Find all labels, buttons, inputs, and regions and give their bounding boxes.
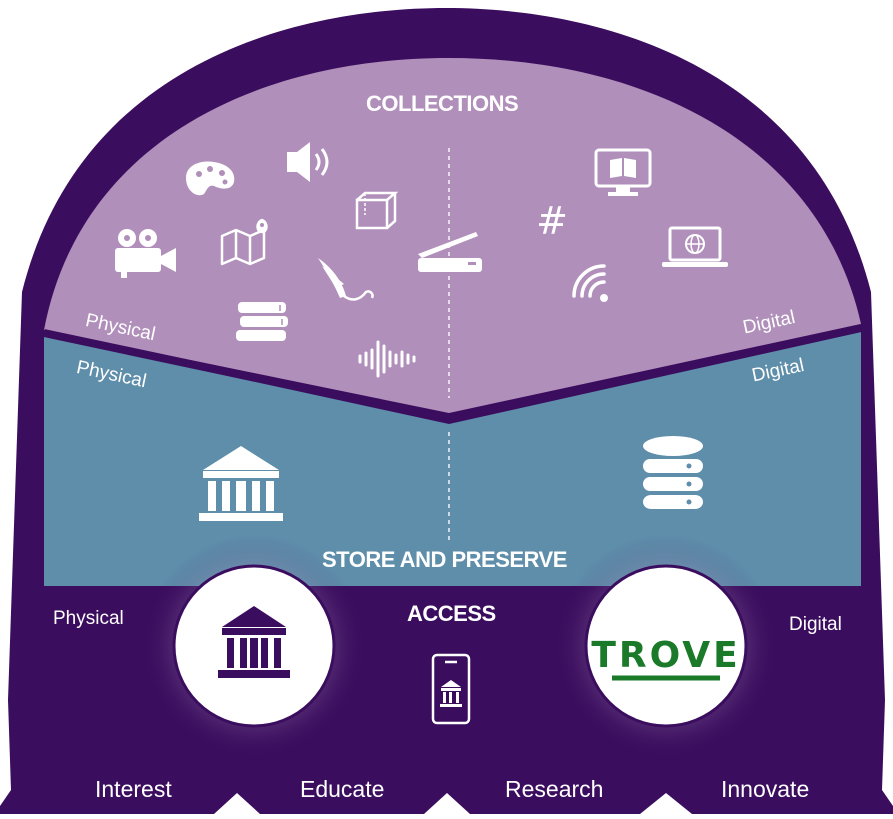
quill-pen-icon	[318, 258, 374, 301]
cube-icon	[355, 191, 399, 230]
v-divider	[43, 324, 862, 424]
monitor-book-icon	[594, 148, 652, 196]
store-region	[44, 332, 861, 586]
outcome-research: Research	[505, 776, 604, 802]
books-icon	[236, 302, 288, 341]
collections-title: COLLECTIONS	[366, 91, 519, 116]
museum-icon-purple	[218, 606, 290, 678]
palette-icon	[186, 161, 235, 196]
speaker-icon	[287, 142, 329, 182]
access-digital-label: Digital	[789, 614, 842, 635]
film-camera-icon	[115, 229, 176, 278]
museum-icon	[199, 446, 283, 521]
database-icon	[643, 436, 703, 509]
outcome-educate: Educate	[300, 776, 385, 802]
outcome-interest: Interest	[95, 776, 172, 802]
access-title: ACCESS	[407, 601, 496, 626]
laptop-globe-icon	[662, 226, 728, 267]
mobile-phone-icon	[431, 653, 471, 725]
scanner-icon	[418, 232, 482, 272]
trove-logo: TROVE	[591, 635, 740, 681]
access-digital-circle	[584, 564, 748, 728]
phone-museum-icon	[440, 680, 462, 707]
hashtag-icon: #	[536, 199, 568, 243]
map-icon	[220, 218, 268, 266]
outcome-innovate: Innovate	[721, 776, 810, 802]
sound-wave-icon	[358, 340, 416, 378]
trove-logo-text: TROVE	[591, 635, 740, 676]
store-title: STORE AND PRESERVE	[322, 547, 567, 572]
access-physical-label: Physical	[53, 608, 124, 629]
wifi-signal-icon	[572, 264, 608, 302]
